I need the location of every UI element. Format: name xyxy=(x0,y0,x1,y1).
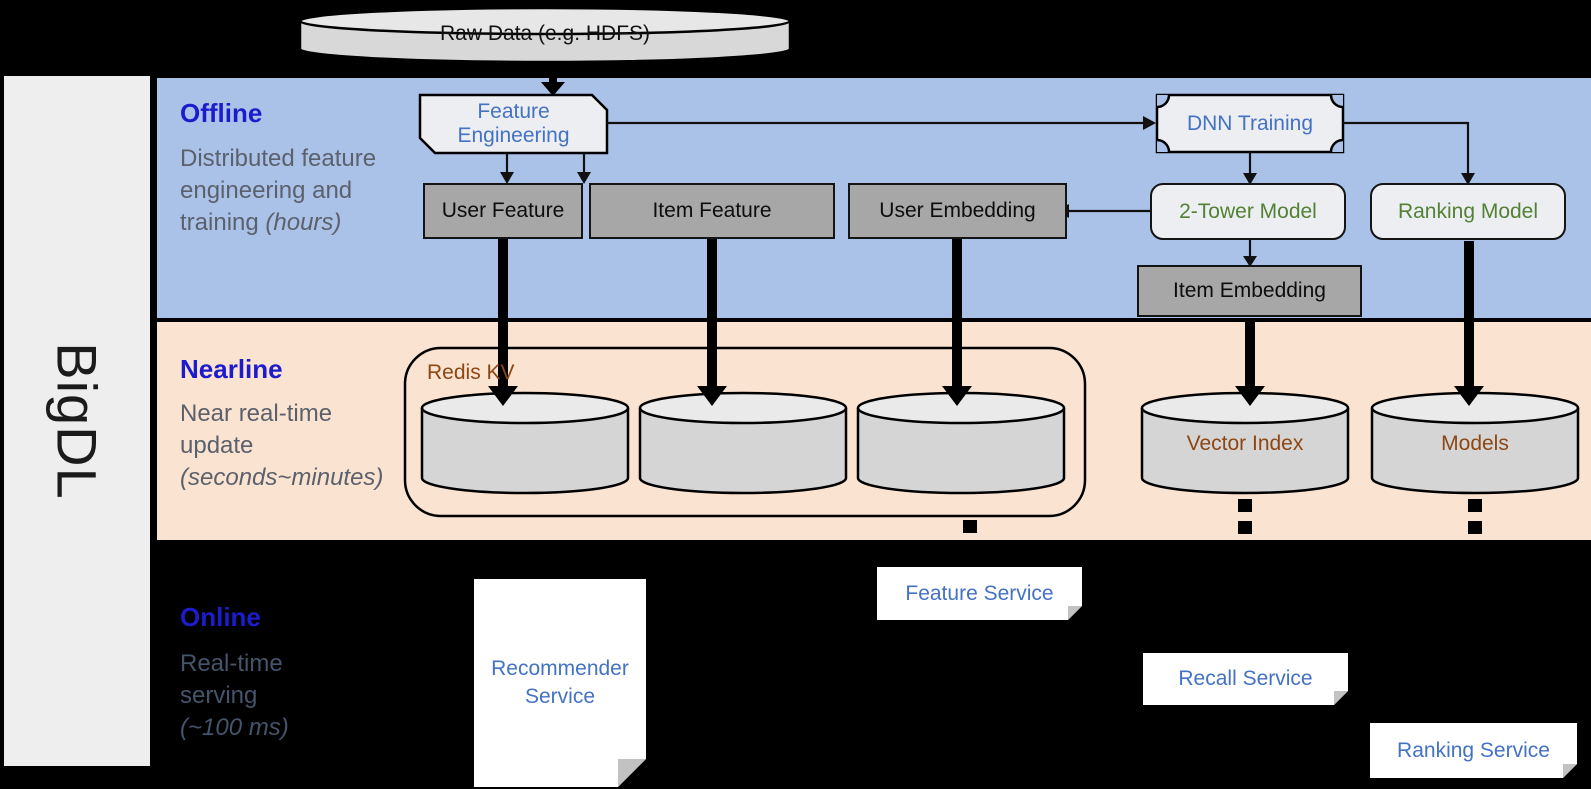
folded-corner xyxy=(1334,691,1348,705)
bigdl-brand-label: BigDL xyxy=(45,342,109,500)
nearline-lane-subtitle: Near real-time update (seconds~minutes) xyxy=(180,398,392,494)
dnn-training-label: DNN Training xyxy=(1186,111,1314,135)
two-tower-model-node: 2-Tower Model xyxy=(1150,183,1346,240)
raw-data-label: Raw Data (e.g. HDFS) xyxy=(439,22,651,45)
ranking-service-node: Ranking Service xyxy=(1370,723,1577,778)
offline-subtitle-note: (hours) xyxy=(265,209,342,236)
nearline-subtitle-text: Near real-time update xyxy=(180,400,333,459)
vector-index-label: Vector Index xyxy=(1186,432,1304,455)
recall-service-label: Recall Service xyxy=(1178,667,1313,690)
online-subtitle-text: Real-time serving xyxy=(180,650,283,709)
nearline-subtitle-note: (seconds~minutes) xyxy=(180,464,384,491)
online-lane-subtitle: Real-time serving (~100 ms) xyxy=(180,648,300,744)
user-feature-node: User Feature xyxy=(423,183,583,239)
online-subtitle-note: (~100 ms) xyxy=(180,714,289,741)
online-lane-title: Online xyxy=(180,602,261,632)
feature-service-node: Feature Service xyxy=(877,567,1082,620)
offline-lane-subtitle: Distributed feature engineering and trai… xyxy=(180,143,385,239)
models-label: Models xyxy=(1441,432,1509,455)
user-embedding-node: User Embedding xyxy=(848,183,1067,239)
recall-service-node: Recall Service xyxy=(1143,653,1348,705)
ranking-service-label: Ranking Service xyxy=(1397,738,1550,762)
recommender-service-node: Recommender Service xyxy=(474,579,646,787)
item-embedding-node: Item Embedding xyxy=(1137,265,1362,317)
folded-corner xyxy=(1068,606,1082,620)
feature-service-label: Feature Service xyxy=(905,581,1054,605)
folded-corner xyxy=(618,759,646,787)
feature-engineering-label: Feature Engineering xyxy=(457,100,570,147)
offline-subtitle-text: Distributed feature engineering and trai… xyxy=(180,145,377,236)
nearline-lane-title: Nearline xyxy=(180,354,283,384)
folded-corner xyxy=(1563,764,1577,778)
redis-kv-label: Redis KV xyxy=(427,361,515,384)
bigdl-sidebar: BigDL xyxy=(4,76,150,766)
item-feature-node: Item Feature xyxy=(589,183,835,239)
offline-lane-title: Offline xyxy=(180,98,263,128)
ranking-model-node: Ranking Model xyxy=(1370,183,1566,240)
recommender-service-label: Recommender Service xyxy=(491,656,629,708)
